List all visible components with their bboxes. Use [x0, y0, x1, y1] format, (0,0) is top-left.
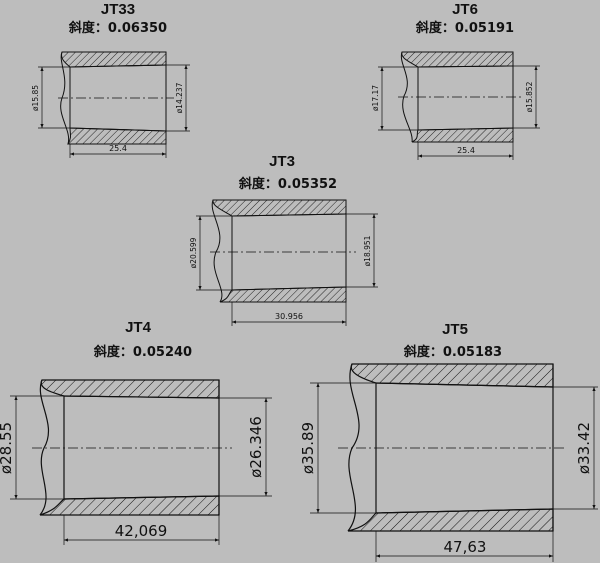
jt4-lower-wall — [39, 495, 220, 516]
jt3-title: JT3 — [269, 153, 295, 170]
jt5-dia-small: ø33.42 — [575, 422, 593, 474]
jt6-dia-large: ø17.17 — [371, 85, 380, 111]
jt3-dia-small: ø18.951 — [363, 235, 372, 266]
jt6-dia-small: ø15.852 — [525, 81, 534, 112]
jt4-dia-small: ø26.346 — [247, 416, 265, 478]
jt33-upper-wall — [61, 51, 167, 68]
jt6-title: JT6 — [452, 1, 478, 18]
jt5-lower-wall — [347, 508, 554, 532]
jt33-taper: 斜度：0.06350 — [68, 20, 167, 36]
jt33-dia-small: ø14.237 — [175, 82, 184, 113]
jt3-length: 30.956 — [275, 312, 303, 321]
figure-jt4: JT4 斜度：0.05240 ø28.55 ø26.346 42,069 — [0, 319, 272, 545]
jt6-lower-wall — [411, 127, 514, 143]
jt5-taper: 斜度：0.05183 — [403, 344, 502, 360]
jt5-title: JT5 — [442, 321, 468, 338]
jt4-upper-wall — [40, 379, 220, 399]
jt33-length: 25.4 — [109, 144, 127, 153]
jt4-title: JT4 — [125, 319, 152, 336]
jt33-lower-wall — [67, 127, 167, 145]
figure-jt33: JT33 斜度：0.06350 ø15.85 ø14.237 25.4 — [31, 1, 190, 158]
jt6-upper-wall — [401, 51, 514, 68]
jt3-taper: 斜度：0.05352 — [238, 176, 337, 192]
jt6-taper: 斜度：0.05191 — [415, 20, 514, 36]
figure-jt3: JT3 斜度：0.05352 ø20.599 ø18.951 30.956 — [189, 153, 378, 326]
jt4-length: 42,069 — [115, 522, 168, 540]
figure-jt6: JT6 斜度：0.05191 ø17.17 ø15.852 25.4 — [371, 1, 540, 160]
jt3-lower-wall — [219, 286, 347, 303]
jt3-dia-large: ø20.599 — [189, 237, 198, 268]
jt33-title: JT33 — [101, 1, 135, 18]
jt6-length: 25.4 — [457, 146, 475, 155]
jt4-dia-large: ø28.55 — [0, 422, 15, 474]
jt5-length: 47,63 — [444, 538, 487, 556]
jt33-dia-large: ø15.85 — [31, 85, 40, 111]
jt4-taper: 斜度：0.05240 — [93, 344, 192, 360]
figure-jt5: JT5 斜度：0.05183 ø35.89 ø33.42 47,63 — [299, 321, 598, 562]
jt5-dia-large: ø35.89 — [299, 422, 317, 474]
jt3-upper-wall — [212, 199, 347, 217]
